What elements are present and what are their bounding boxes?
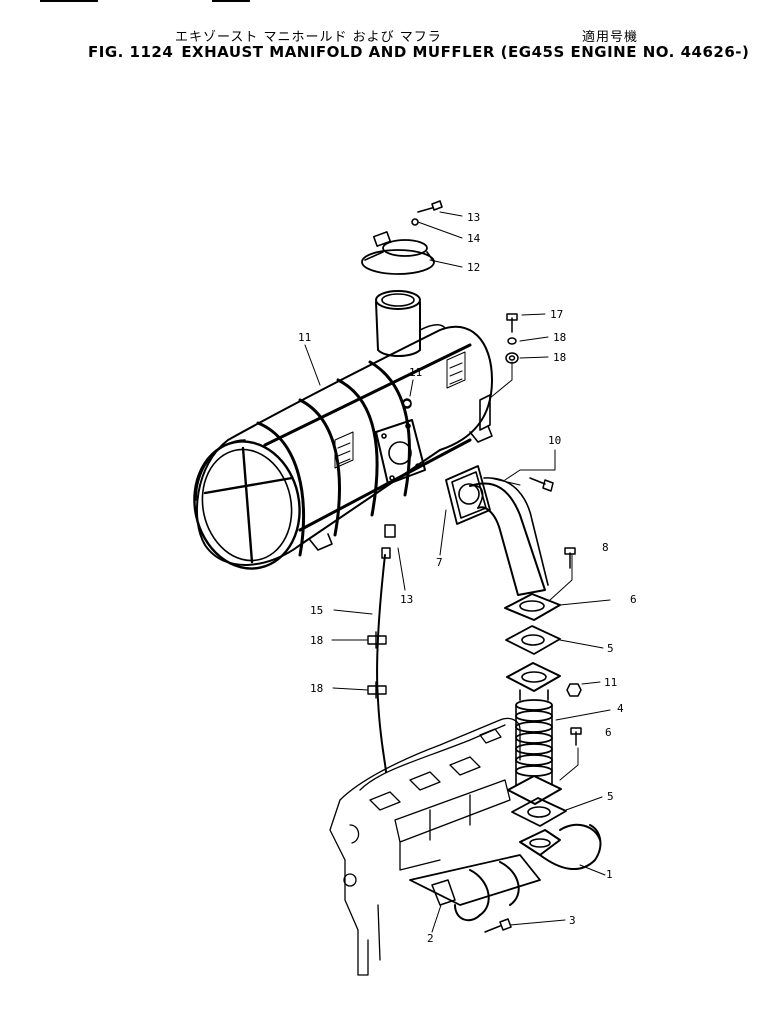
callout-13-label: 13 <box>400 593 413 606</box>
flexible-bellows <box>506 662 562 805</box>
callout-7: 6 <box>630 593 637 606</box>
engine-block <box>329 717 521 976</box>
callout-9: 8 <box>602 541 609 554</box>
scan-edge-mark <box>212 0 250 2</box>
callout-3: 3 <box>569 914 576 927</box>
callout-8: 7 <box>436 556 443 569</box>
callout-6: 6 <box>605 726 612 739</box>
leader-lines <box>304 211 611 933</box>
callout-17: 15 <box>310 604 323 617</box>
muffler <box>193 325 493 570</box>
callout-5-upper: 5 <box>607 642 614 655</box>
callout-14: 12 <box>467 261 480 274</box>
callout-11-a: 11 <box>409 366 422 379</box>
clamp-bolt <box>411 200 443 226</box>
gasket-upper <box>505 625 561 655</box>
fasteners <box>384 313 582 933</box>
muffler-outlet-pipe <box>375 290 446 357</box>
callout-21: 18 <box>553 351 566 364</box>
callout-4: 4 <box>617 702 624 715</box>
manifold-gasket-stud <box>431 879 456 906</box>
title-japanese: エキゾースト マニホールド および マフラ <box>175 30 442 45</box>
gasket-lower <box>511 797 567 827</box>
figure-title-text: EXHAUST MANIFOLD AND MUFFLER (EG45S ENGI… <box>181 43 750 61</box>
callout-12: 11 <box>298 331 311 344</box>
callout-10-right: 10 <box>548 434 561 447</box>
callout-2: 2 <box>427 932 434 945</box>
callout-19: 17 <box>550 308 563 321</box>
drain-tube <box>367 547 391 773</box>
callout-16: 14 <box>467 232 481 245</box>
callout-11-lower: 11 <box>604 676 617 689</box>
callout-5-bottom: 5 <box>607 790 614 803</box>
callout-15: 13 <box>467 211 480 224</box>
scan-edge-mark <box>40 0 98 2</box>
callout-18-lower: 18 <box>310 682 323 695</box>
flange-gasket <box>445 465 491 525</box>
callout-18-upper: 18 <box>310 634 323 647</box>
muffler-inlet-flange <box>375 399 426 485</box>
figure-title: FIG. 1124 EXHAUST MANIFOLD AND MUFFLER (E… <box>88 43 757 61</box>
muffler-vent-hatch <box>334 351 466 469</box>
rain-cap <box>361 231 435 275</box>
callout-20: 18 <box>553 331 566 344</box>
callout-1: 1 <box>606 868 613 881</box>
exhaust-manifold <box>409 823 602 922</box>
applicable-serial-label: 適用号機 <box>582 30 639 45</box>
figure-number: FIG. 1124 <box>88 43 174 61</box>
